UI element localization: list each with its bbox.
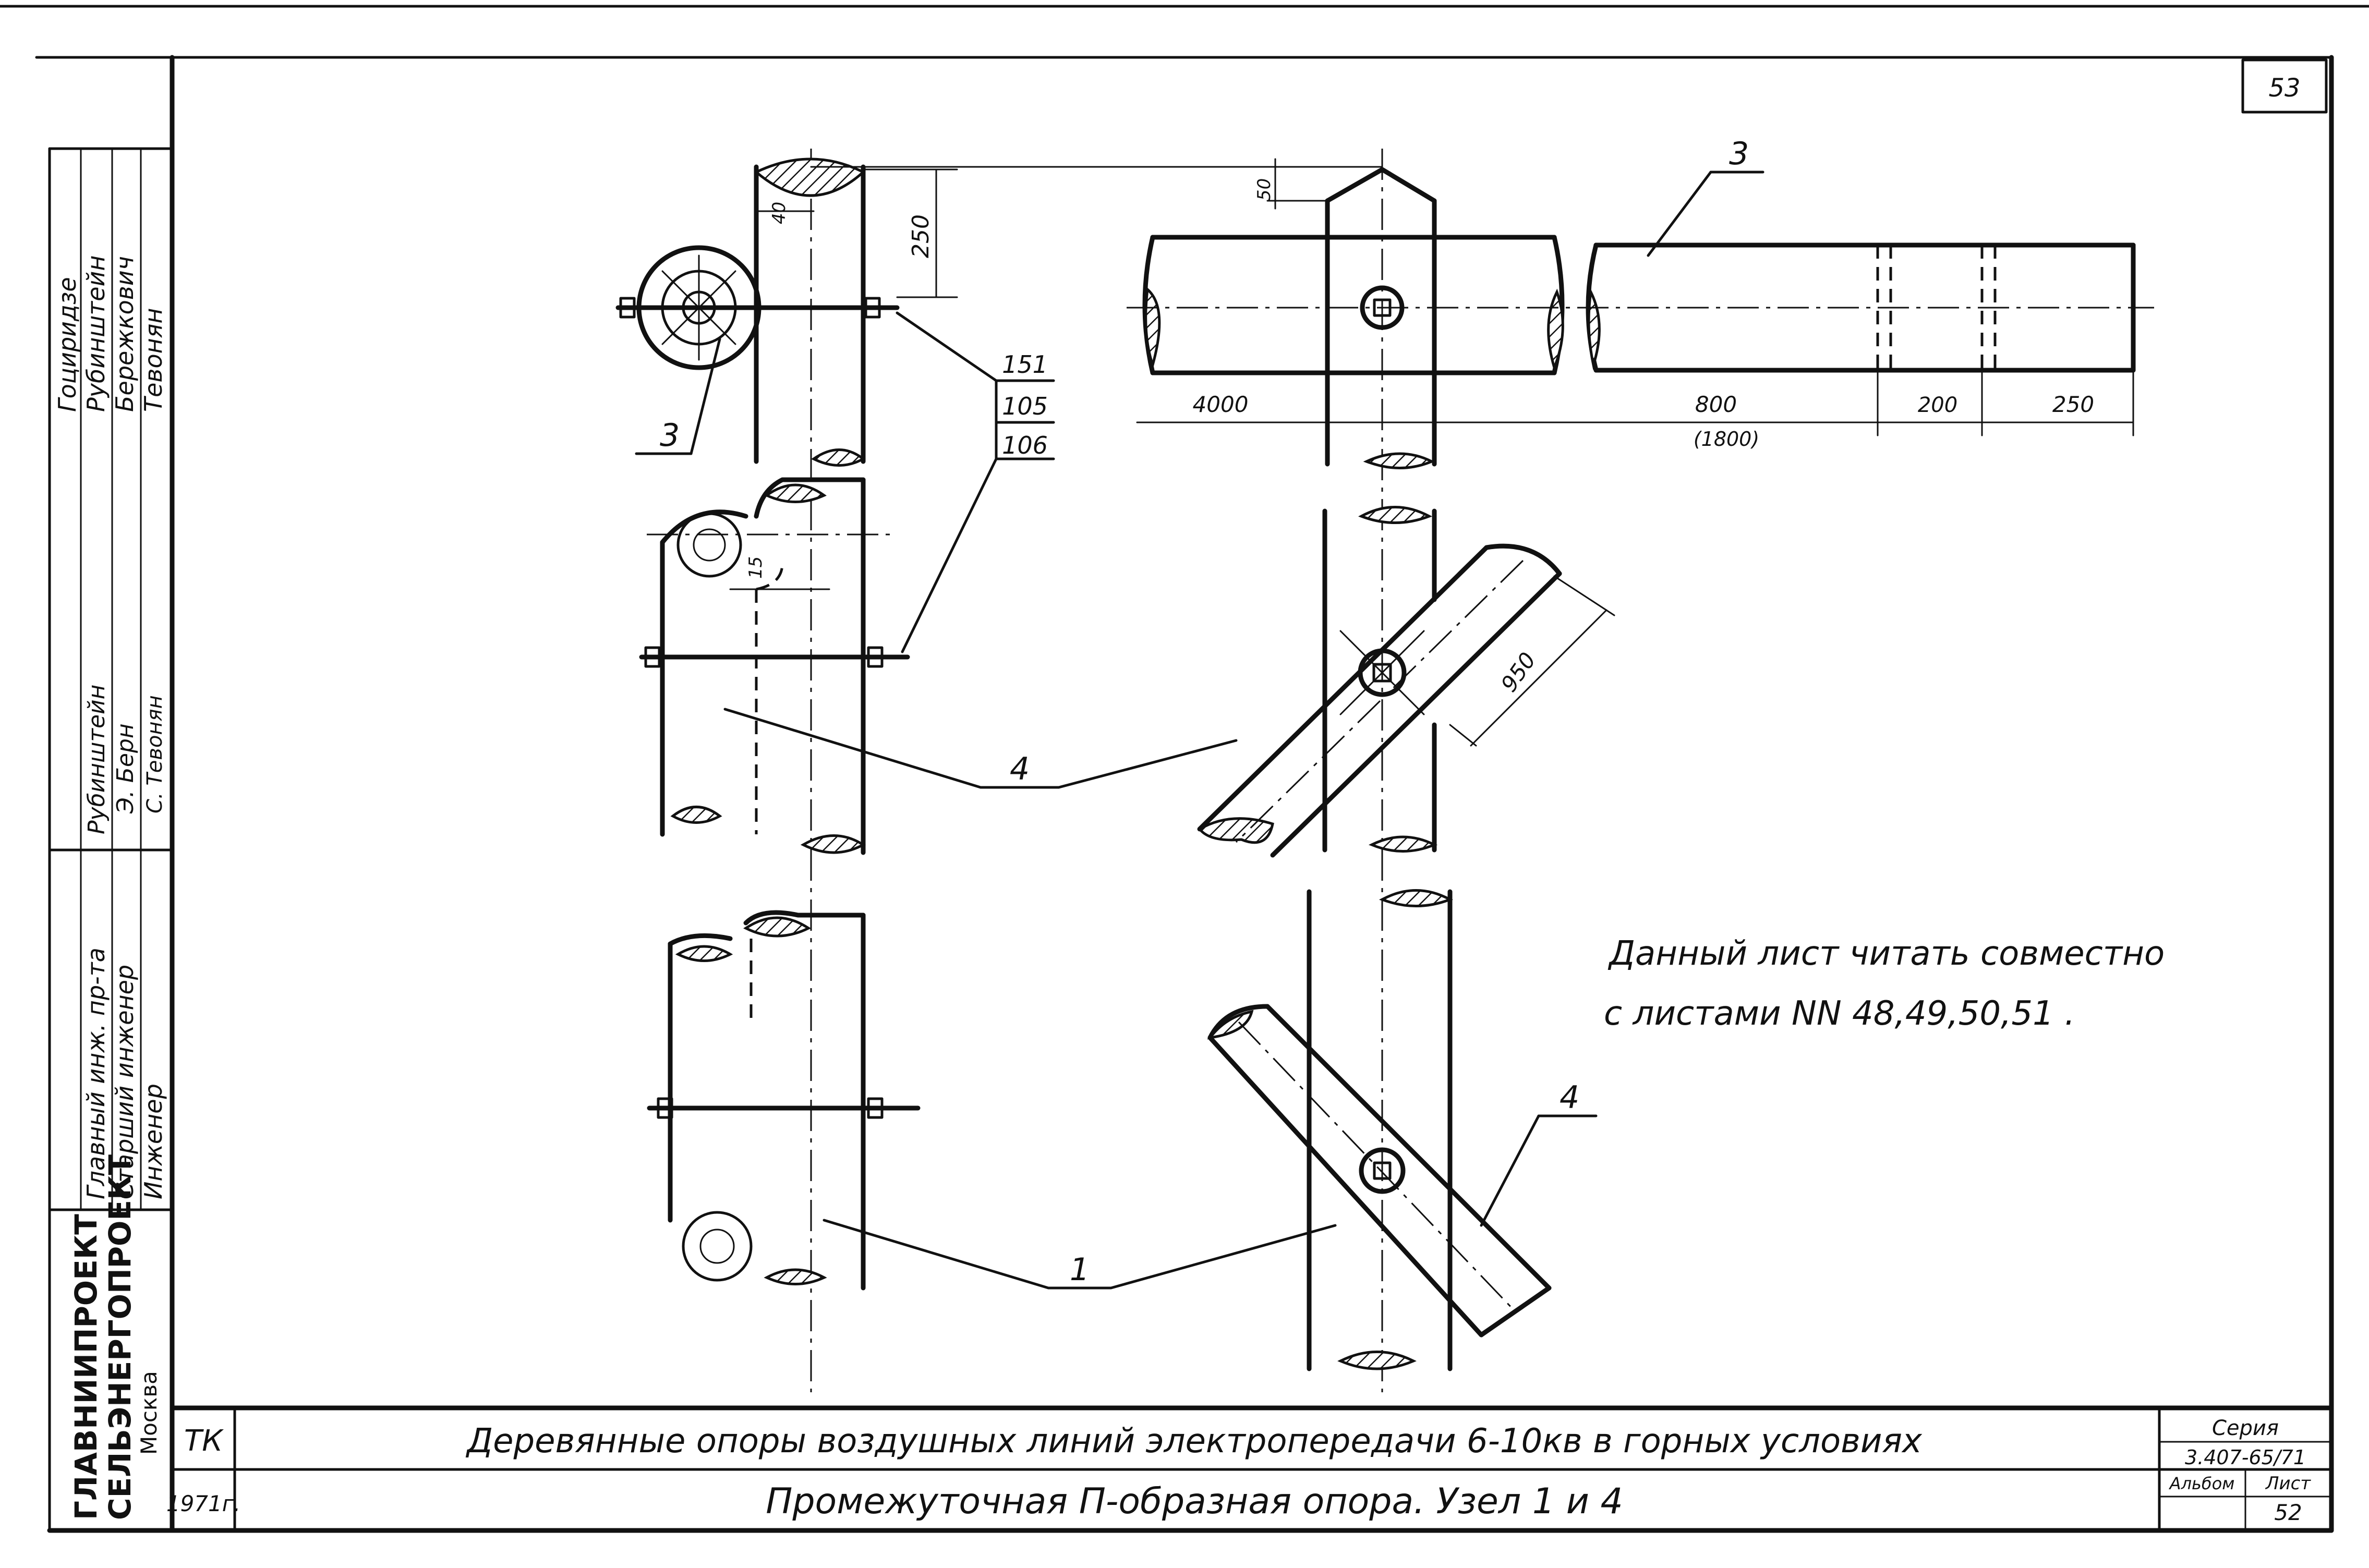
- stamp-signature-1: Рубинштейн: [83, 685, 110, 834]
- stamp-surname-3: Бережкович: [111, 256, 139, 412]
- title-year: 1971г.: [166, 1491, 240, 1516]
- bolt-top: [615, 297, 900, 319]
- stamp-surname-2: Рубинштейн: [82, 256, 110, 412]
- stamp-signature-3: С. Тевонян: [143, 695, 167, 813]
- stamp-surname-4: Тевонян: [139, 308, 167, 412]
- series-label: Серия: [2212, 1416, 2279, 1440]
- left-stamp: Гоциридзе Рубинштейн Бережкович Тевонян …: [48, 148, 174, 1520]
- title-subtitle: Промежуточная П-образная опора. Узел 1 и…: [766, 1481, 1623, 1522]
- note-line-1: Данный лист читать совместно: [1607, 934, 2165, 973]
- callout-3-left: 3: [660, 417, 680, 454]
- stamp-signature-2: Э. Берн: [112, 723, 139, 814]
- bolt-middle: [639, 646, 910, 668]
- sheet-value: 52: [2274, 1500, 2302, 1525]
- dim-50: 50: [1254, 178, 1275, 201]
- callout-1: 1: [1070, 1251, 1090, 1288]
- sheet-number: 53: [2268, 74, 2300, 103]
- title-code: ТК: [184, 1424, 224, 1458]
- callout-bolt-105: 105: [1002, 392, 1048, 420]
- pole-side-view: [615, 149, 921, 1392]
- bolt-lower: [647, 1097, 921, 1119]
- dim-200: 200: [1918, 393, 1957, 417]
- stamp-organization-1: ГЛАВНИИПРОЕКТ: [68, 1214, 104, 1520]
- dim-250-horizontal: 250: [2052, 392, 2094, 417]
- dim-4000: 4000: [1193, 392, 1249, 417]
- title-block: ТК 1971г. Деревянные опоры воздушных лин…: [166, 1405, 2334, 1532]
- callout-3-right: 3: [1729, 136, 1749, 172]
- series-value: 3.407-65/71: [2185, 1446, 2306, 1469]
- callout-bolt-106: 106: [1002, 431, 1048, 459]
- album-label: Альбом: [2169, 1474, 2235, 1493]
- drawing-note: Данный лист читать совместно с листами N…: [1604, 934, 2165, 1033]
- stamp-role-1: Главный инж. пр-та: [82, 947, 110, 1199]
- stamp-surname-1: Гоциридзе: [53, 277, 81, 412]
- dim-950: 950: [1496, 648, 1541, 697]
- stamp-organization-2: СЕЛЬЭНЕРГОПРОЕКТ: [102, 1154, 138, 1520]
- crossarm-front-view: [1127, 149, 2154, 1392]
- note-line-2: с листами NN 48,49,50,51 .: [1604, 994, 2075, 1033]
- dim-15: 15: [745, 556, 766, 579]
- sheet-number-box: 53: [2241, 58, 2328, 114]
- sheet-frame: [0, 5, 2369, 1533]
- dim-1800: (1800): [1694, 428, 1759, 451]
- callout-4-middle: 4: [1010, 751, 1030, 787]
- sheet-label: Лист: [2265, 1473, 2311, 1494]
- dim-800: 800: [1695, 392, 1737, 417]
- stamp-role-3: Инженер: [139, 1084, 167, 1199]
- stamp-city: Москва: [136, 1371, 162, 1455]
- stamp-role-2: Старший инженер: [111, 965, 139, 1199]
- dim-40: 40: [769, 202, 790, 224]
- dim-250-vertical: 250: [908, 214, 934, 258]
- callouts: 3 3 151 105 106 4 4 1: [635, 136, 1764, 1290]
- callout-4-lower: 4: [1560, 1079, 1579, 1116]
- callout-bolt-151: 151: [1002, 350, 1048, 379]
- title-main: Деревянные опоры воздушных линий электро…: [465, 1422, 1923, 1461]
